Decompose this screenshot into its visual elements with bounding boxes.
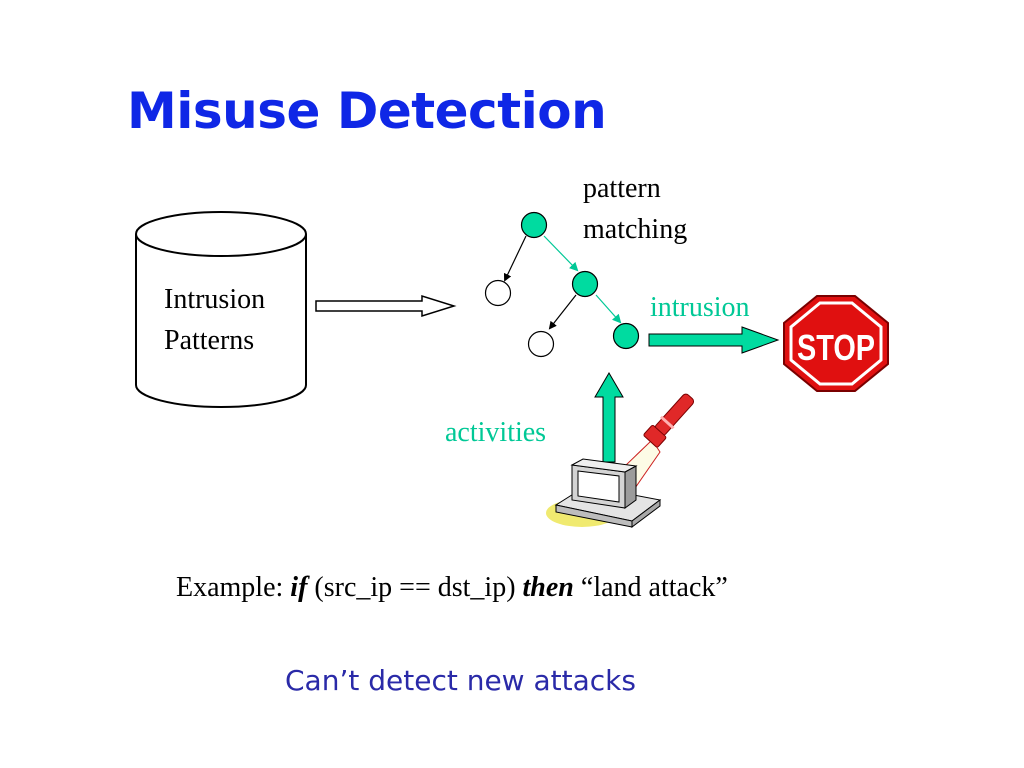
- stop-sign-text: STOP: [797, 327, 875, 368]
- tree-edge-left-arrow: [548, 294, 577, 330]
- pattern-matching-label-line1: pattern: [583, 173, 661, 204]
- tree-node-matched: [520, 211, 548, 239]
- example-then-keyword: then: [522, 572, 574, 603]
- example-condition: (src_ip == dst_ip): [307, 572, 523, 603]
- tree-edge-match-arrow: [595, 294, 622, 324]
- tree-node: [527, 330, 555, 358]
- hollow-arrow-icon: [315, 294, 457, 318]
- cylinder-label-line2: Patterns: [164, 325, 254, 356]
- tree-edge-left-arrow: [503, 235, 527, 282]
- tree-node: [484, 279, 512, 307]
- pattern-matching-label-line2: matching: [583, 214, 687, 245]
- example-rule: Example: if (src_ip == dst_ip) then “lan…: [176, 572, 728, 604]
- tree-node-matched: [571, 270, 599, 298]
- stop-sign-icon: STOP: [783, 295, 889, 392]
- example-result: “land attack”: [573, 572, 728, 603]
- computer-flashlight-icon: [546, 393, 695, 528]
- intrusion-arrow-icon: [648, 326, 780, 354]
- example-if-keyword: if: [290, 572, 308, 603]
- limitation-note: Can’t detect new attacks: [285, 664, 636, 697]
- example-prefix: Example:: [176, 572, 291, 603]
- activities-label: activities: [445, 417, 546, 448]
- database-cylinder-icon: [135, 211, 307, 408]
- pattern-tree: [484, 211, 640, 358]
- slide-title: Misuse Detection: [127, 82, 607, 140]
- tree-edge-match-arrow: [543, 235, 579, 272]
- activities-arrow-icon: [594, 372, 624, 463]
- cylinder-label-line1: Intrusion: [164, 284, 265, 315]
- tree-node-matched: [612, 322, 640, 350]
- intrusion-label: intrusion: [650, 292, 750, 323]
